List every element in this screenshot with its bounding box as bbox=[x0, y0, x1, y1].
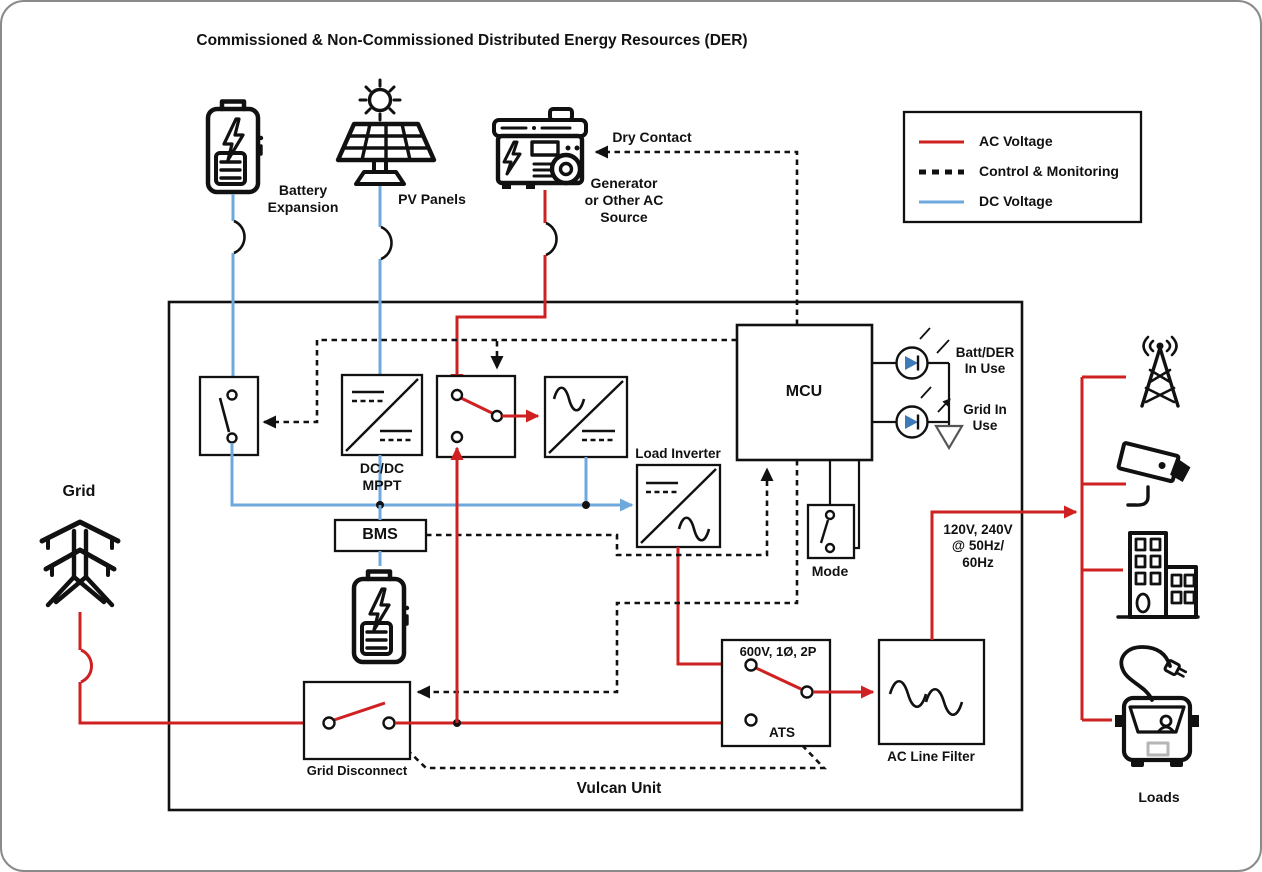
bms-label: BMS bbox=[362, 526, 398, 543]
ats-rating-label: 600V, 1Ø, 2P bbox=[739, 644, 817, 659]
breaker-arc-red bbox=[80, 648, 93, 684]
building-load-icon bbox=[1116, 531, 1200, 619]
generator-icon bbox=[492, 107, 588, 189]
generator-feeder bbox=[450, 190, 558, 388]
dcdc-mppt-converter bbox=[340, 373, 424, 457]
grid-disconnect-label: Grid Disconnect bbox=[306, 763, 408, 778]
ac-dc-rectifier bbox=[543, 375, 629, 459]
bms-block bbox=[333, 505, 428, 566]
pv-panels-icon bbox=[335, 78, 437, 186]
breaker-arc bbox=[380, 225, 393, 261]
ev-load-icon bbox=[1115, 645, 1199, 767]
dc-bus bbox=[230, 443, 634, 512]
bms-to-mcu-line bbox=[426, 467, 774, 557]
antenna-load-icon bbox=[1140, 335, 1180, 408]
output-rating-label: 120V, 240V @ 50Hz/ 60Hz bbox=[943, 522, 1013, 570]
ac-source-selector-switch bbox=[435, 374, 540, 459]
battery-expansion-feeder bbox=[231, 194, 246, 391]
breaker-arc bbox=[545, 221, 558, 257]
battery-expansion-label: Battery Expansion bbox=[267, 182, 339, 216]
ats-label: ATS bbox=[769, 725, 795, 740]
mcu-to-grid-disconnect-line bbox=[416, 460, 799, 699]
disconnect-ats-interlock-line bbox=[399, 742, 828, 770]
ac-line-filter-block bbox=[877, 505, 1078, 746]
breaker-arc bbox=[233, 219, 246, 255]
legend-control-label: Control & Monitoring bbox=[979, 163, 1119, 179]
legend-box bbox=[902, 110, 1143, 224]
dcdc-mppt-label: DC/DC MPPT bbox=[359, 460, 405, 494]
legend-ac-label: AC Voltage bbox=[979, 133, 1053, 149]
loads-label: Loads bbox=[1138, 789, 1180, 805]
pv-feeder bbox=[378, 186, 393, 375]
dry-contact-line bbox=[594, 145, 799, 325]
battery-disconnect-switch bbox=[198, 375, 260, 457]
mcu-to-battery-switch-line bbox=[262, 338, 737, 429]
pv-panels-label: PV Panels bbox=[398, 191, 466, 207]
led-emission-arrows bbox=[919, 327, 950, 413]
grid-feeder bbox=[78, 612, 320, 730]
ac-line-filter-label: AC Line Filter bbox=[887, 749, 975, 764]
batt-der-in-use-label: Batt/DER In Use bbox=[955, 345, 1015, 377]
batt-der-led-icon bbox=[895, 346, 929, 380]
grid-label: Grid bbox=[62, 483, 96, 500]
grid-disconnect-block bbox=[302, 446, 742, 761]
camera-load-icon bbox=[1116, 441, 1191, 507]
control-wiring bbox=[262, 145, 828, 770]
load-inverter-label: Load Inverter bbox=[635, 446, 721, 461]
grid-led-icon bbox=[895, 405, 929, 439]
grid-in-use-label: Grid In Use bbox=[963, 402, 1007, 434]
grid-tower-icon bbox=[39, 519, 121, 608]
mcu-label: MCU bbox=[785, 383, 823, 400]
load-inverter-block bbox=[635, 463, 745, 671]
diagram-title: Commissioned & Non-Commissioned Distribu… bbox=[196, 32, 748, 49]
mode-label: Mode bbox=[811, 563, 849, 579]
filter-output-wire bbox=[930, 505, 1078, 640]
ground-symbol-icon bbox=[934, 424, 964, 451]
ats-block bbox=[720, 638, 875, 748]
vulcan-unit-label: Vulcan Unit bbox=[576, 780, 662, 797]
status-led-circuit bbox=[872, 327, 964, 451]
battery-expansion-icon bbox=[208, 102, 263, 193]
mcu-box bbox=[735, 323, 874, 462]
generator-label: Generator or Other AC Source bbox=[584, 175, 664, 226]
loads-bus bbox=[1080, 375, 1126, 722]
mode-switch bbox=[806, 460, 861, 560]
legend-dc-label: DC Voltage bbox=[979, 193, 1053, 209]
dry-contact-label: Dry Contact bbox=[612, 129, 692, 145]
